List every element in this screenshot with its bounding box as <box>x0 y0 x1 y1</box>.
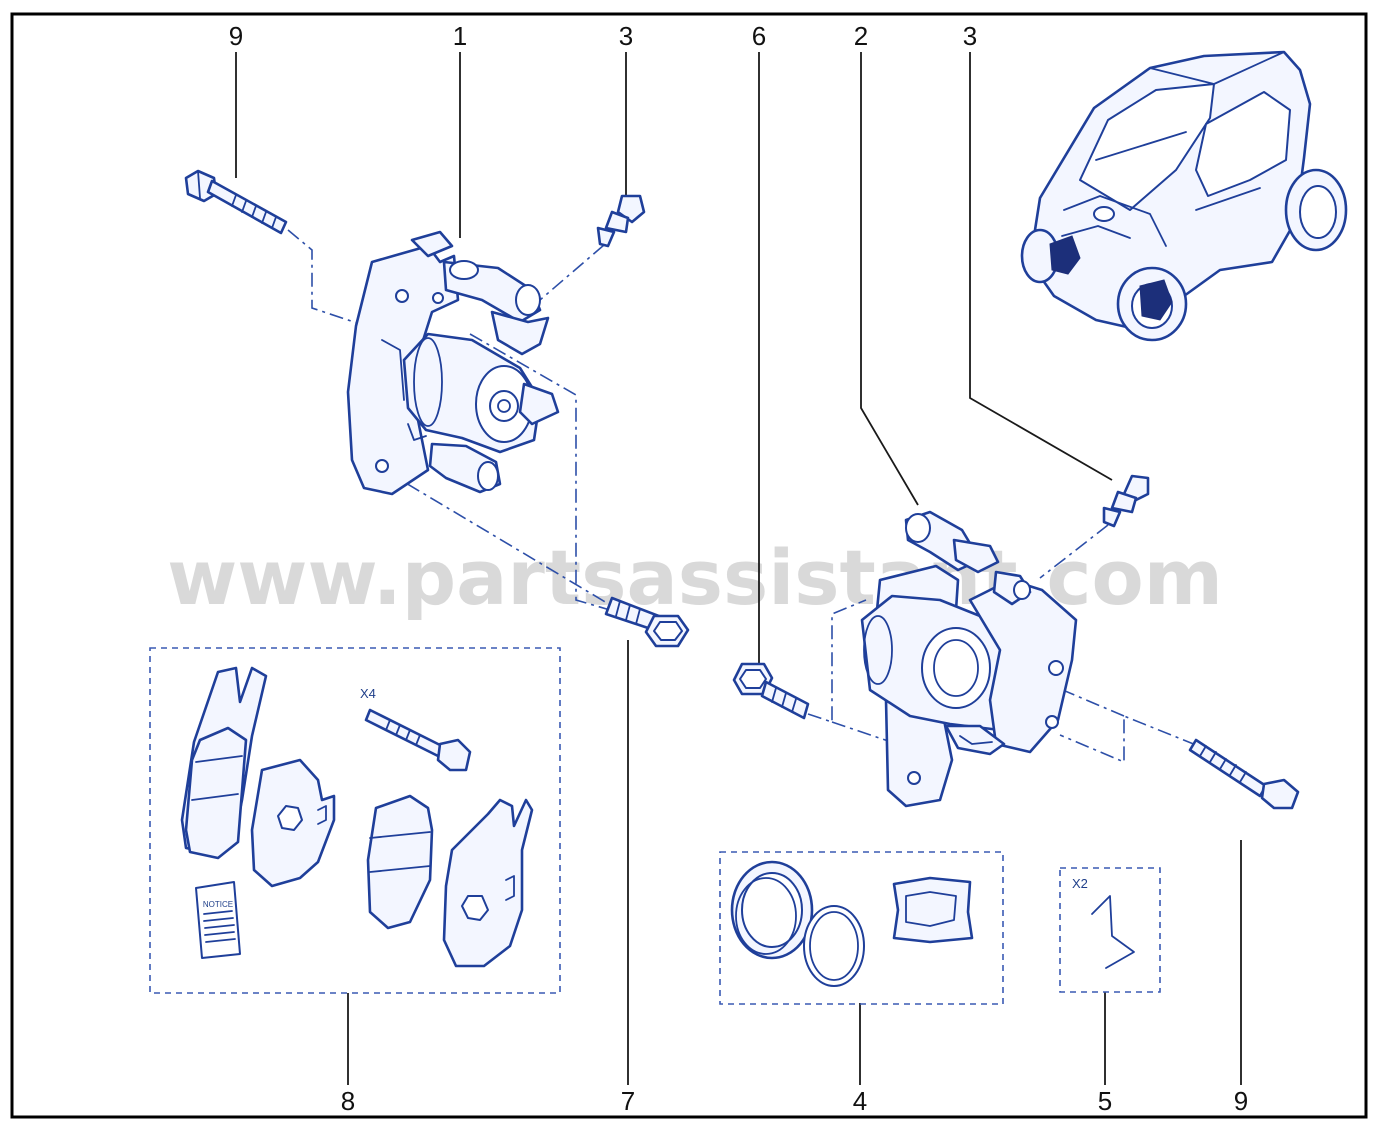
brake-caliper-right <box>860 510 1078 808</box>
bleed-screw-right <box>1102 474 1150 528</box>
mounting-bolt-7 <box>604 596 690 648</box>
notice-label: NOTICE <box>203 900 233 909</box>
spring-kit-box <box>1059 867 1161 993</box>
callout-2: 2 <box>854 21 868 51</box>
callout-5: 5 <box>1098 1086 1112 1116</box>
callout-3-right: 3 <box>963 21 977 51</box>
brake-caliper-left <box>346 230 560 496</box>
leader-lines <box>235 52 1242 1085</box>
bolt-quantity-label: X4 <box>360 686 376 701</box>
spring-quantity-label: X2 <box>1072 876 1088 891</box>
callout-3-left: 3 <box>619 21 633 51</box>
callout-8: 8 <box>341 1086 355 1116</box>
mounting-bolt-6 <box>732 662 810 720</box>
pad-kit-box <box>149 647 561 994</box>
callout-6: 6 <box>752 21 766 51</box>
anti-rattle-spring <box>1091 895 1135 969</box>
vehicle-inset <box>1020 50 1348 342</box>
callout-9-bottom: 9 <box>1234 1086 1248 1116</box>
callout-7: 7 <box>621 1086 635 1116</box>
callout-1: 1 <box>453 21 467 51</box>
guide-bolt-left-top <box>184 169 288 235</box>
bleed-screw-left <box>596 194 646 248</box>
callout-9-top: 9 <box>229 21 243 51</box>
seal-kit-box <box>719 851 1004 1005</box>
seal-kit <box>730 860 974 987</box>
callout-4: 4 <box>853 1086 867 1116</box>
notice-booklet: NOTICE <box>195 881 241 959</box>
brake-pad-kit: NOTICE <box>180 666 534 968</box>
guide-bolt-right <box>1188 738 1300 810</box>
